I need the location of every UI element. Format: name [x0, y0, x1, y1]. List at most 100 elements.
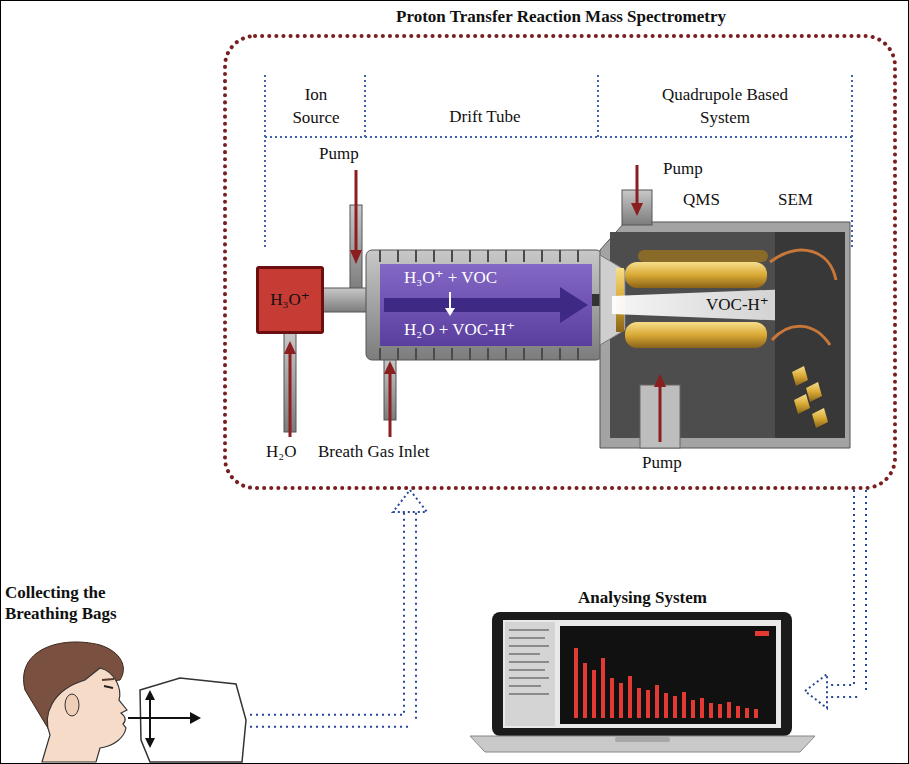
- flow-arrow: [289, 352, 292, 437]
- laptop-illustration: [745, 708, 749, 718]
- person-illustration: [128, 717, 190, 719]
- dotted-frame-line: [225, 36, 895, 488]
- flow-arrow: [631, 203, 643, 216]
- flow-arrow-outline: [825, 490, 860, 691]
- person-illustration: [145, 738, 155, 748]
- pump-label: Pump: [642, 452, 682, 475]
- laptop-illustration: [583, 663, 587, 718]
- person-illustration: [24, 642, 246, 762]
- flow-arrow: [384, 361, 396, 374]
- quadrupole-housing: [625, 322, 767, 348]
- part-label: QMS: [683, 189, 720, 212]
- drift-tube-housing: [366, 250, 602, 360]
- flow-arrow-inside: [825, 490, 860, 691]
- laptop-illustration: [574, 631, 769, 718]
- quadrupole-housing: [775, 232, 845, 438]
- breath-collection: Collecting the Breathing Bags: [5, 582, 250, 760]
- quadrupole-housing: [625, 262, 767, 288]
- laptop-illustration: [592, 670, 596, 718]
- person-illustration: [145, 690, 155, 700]
- quadrupole-housing: [612, 289, 792, 321]
- person-illustration: [190, 712, 201, 724]
- flow-arrow: [659, 385, 662, 442]
- flow-arrow: [654, 374, 666, 387]
- laptop-illustration: [619, 683, 623, 718]
- quadrupole-housing: [794, 394, 810, 414]
- laptop-illustration: [700, 698, 704, 718]
- drift-arrow-head: [560, 287, 588, 323]
- laptop-illustration: [615, 737, 670, 742]
- flow-arrow-head: [393, 490, 427, 512]
- laptop-illustration: [664, 693, 668, 718]
- ion-label: VOC-H⁺: [706, 294, 769, 317]
- flow-arrow: [284, 341, 296, 354]
- quadrupole-housing: [640, 385, 680, 448]
- flow-arrow-outline: [250, 510, 410, 721]
- reaction-text: H₃O⁺ + VOC: [404, 268, 497, 288]
- laptop-illustration: [673, 696, 677, 718]
- quadrupole-housing: [770, 250, 836, 345]
- laptop-illustration: [503, 620, 781, 728]
- diagram-title: Proton Transfer Reaction Mass Spectromet…: [222, 7, 900, 27]
- section-label: Quadrupole Based System: [648, 84, 802, 130]
- flow-arrow: [284, 165, 666, 442]
- flow-arrow: [355, 170, 358, 252]
- section-heading: Collecting the Breathing Bags: [5, 582, 143, 625]
- flow-arrow-inside: [250, 510, 410, 721]
- laptop-illustration: [727, 702, 731, 718]
- laptop-illustration: [601, 658, 605, 718]
- section-label: Drift Tube: [420, 106, 550, 129]
- quadrupole-housing: [638, 250, 768, 262]
- laptop-illustration: [646, 690, 650, 718]
- pump-label: Pump: [663, 158, 703, 181]
- laptop-illustration: [709, 703, 713, 718]
- part-label: SEM: [778, 189, 813, 212]
- laptop-illustration: [718, 704, 722, 718]
- analysing-system: Analysing System: [480, 582, 805, 758]
- flow-arrow: [250, 490, 427, 721]
- reaction-arrow: [449, 292, 451, 310]
- reaction-text: H₂O + VOC-H⁺: [404, 320, 515, 340]
- inlet-label: H₂O: [266, 441, 296, 464]
- quadrupole-housing: [792, 366, 808, 386]
- flow-arrow: [350, 250, 362, 264]
- laptop-illustration: [470, 612, 815, 752]
- person-illustration: [149, 700, 151, 738]
- pump-label: Pump: [319, 143, 359, 166]
- flow-arrow-head: [805, 674, 827, 708]
- laptop-illustration: [509, 630, 549, 694]
- ion-source-chamber: H₃O⁺: [256, 266, 324, 334]
- laptop-illustration: [691, 700, 695, 718]
- section-label: Ion Source: [284, 84, 348, 130]
- ptr-ms-frame: Proton Transfer Reaction Mass Spectromet…: [222, 4, 900, 490]
- person-illustration: [102, 679, 114, 680]
- inlet-label: Breath Gas Inlet: [318, 441, 429, 464]
- quadrupole-housing: [600, 190, 850, 448]
- drift-tube: H₃O⁺ + VOC H₂O + VOC-H⁺: [380, 264, 592, 346]
- person-illustration: [104, 686, 113, 688]
- person-illustration: [65, 694, 79, 716]
- laptop-illustration: [682, 692, 686, 718]
- laptop-illustration: [470, 736, 815, 752]
- person-illustration: [42, 668, 127, 762]
- laptop-illustration: [560, 626, 776, 724]
- laptop-illustration: [655, 685, 659, 718]
- flow-arrow: [805, 490, 860, 708]
- laptop-illustration: [492, 612, 792, 736]
- laptop-illustration: [505, 622, 555, 726]
- laptop-illustration: [610, 678, 614, 718]
- gas-pipe: [322, 288, 368, 312]
- section-divider: [597, 75, 599, 137]
- quadrupole-housing: [806, 382, 822, 402]
- laptop-illustration: [574, 648, 578, 718]
- ion-label: H₃O⁺: [270, 290, 309, 310]
- drift-arrow-shaft: [384, 298, 562, 312]
- section-divider: [851, 75, 853, 250]
- flow-arrow: [389, 372, 392, 437]
- reaction-arrow: [445, 308, 455, 316]
- laptop-illustration: [628, 676, 632, 718]
- dotted-frame: [222, 4, 900, 490]
- section-heading: Analysing System: [480, 588, 805, 608]
